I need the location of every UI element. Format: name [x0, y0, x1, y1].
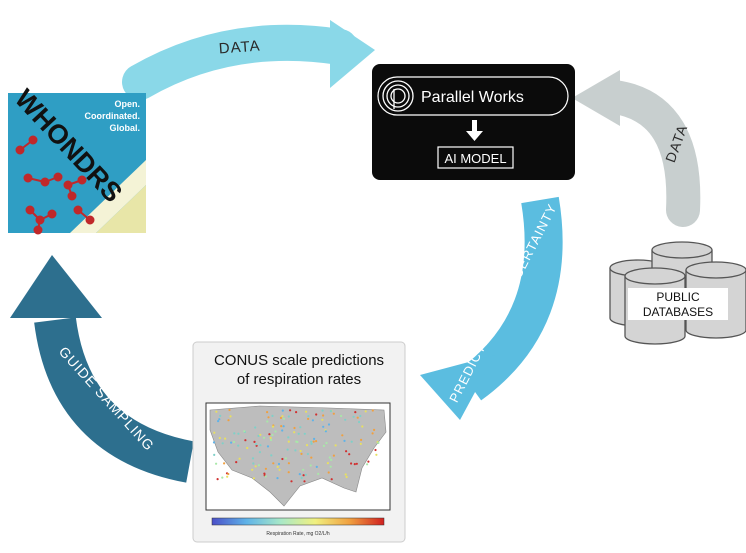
whondrs-tagline-2: Coordinated.: [85, 111, 141, 121]
map-title-line-1: CONUS scale predictions: [214, 352, 384, 369]
data-arrow-top: DATA: [122, 20, 375, 100]
parallel-works-brand: Parallel Works: [421, 89, 524, 106]
colorbar-caption: Respiration Rate, mg O2/L/h: [266, 531, 330, 537]
prediction-points: [212, 408, 380, 483]
down-arrow-icon: [466, 120, 483, 141]
databases-label-2: DATABASES: [643, 305, 713, 319]
whondrs-tagline-3: Global.: [109, 123, 140, 133]
data-arrow-top-label: DATA: [218, 38, 261, 58]
colorbar: [211, 517, 385, 526]
parallel-works-logo-icon: [382, 80, 414, 112]
conus-map-panel: CONUS scale predictions of respiration r…: [192, 341, 406, 543]
databases-label-1: PUBLIC: [656, 290, 700, 304]
molecule-icon: [15, 135, 95, 235]
predictions-arrow: PREDICTIONS & UNCERTAINTY: [420, 196, 563, 420]
whondrs-tagline-1: Open.: [114, 99, 140, 109]
guide-sampling-arrow: GUIDE SAMPLING: [10, 255, 195, 483]
whondrs-logo: WHONDRS Open. Coordinated. Global.: [8, 84, 146, 235]
parallel-works-panel: Parallel Works AI MODEL: [372, 64, 575, 180]
map-frame: [205, 402, 391, 511]
data-arrow-right: DATA: [572, 70, 701, 227]
map-title-line-2: of respiration rates: [237, 371, 361, 388]
public-databases: PUBLIC DATABASES: [609, 241, 746, 345]
ai-model-label: AI MODEL: [444, 151, 506, 166]
